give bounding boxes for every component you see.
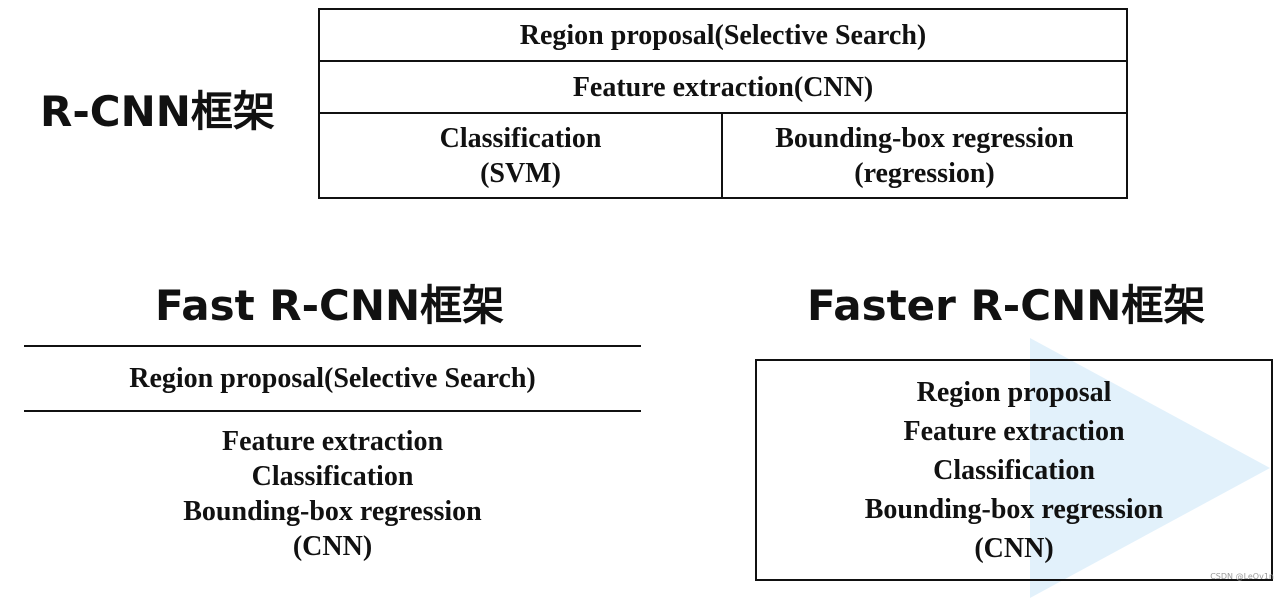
rcnn-region-proposal-text: Region proposal(Selective Search) (519, 19, 927, 51)
faster-rcnn-bbox-regression-text: Bounding-box regression (864, 493, 1164, 525)
rcnn-framework-table: Region proposal(Selective Search) Featur… (318, 8, 1128, 199)
faster-rcnn-region-proposal-text: Region proposal (916, 376, 1112, 408)
fast-rcnn-bottom-divider (24, 410, 641, 412)
fast-rcnn-cnn-text: (CNN) (292, 531, 373, 562)
rcnn-row-feature-extraction: Feature extraction(CNN) (320, 62, 1126, 114)
rcnn-bbox-regression-text: Bounding-box regression (775, 122, 1074, 154)
fast-rcnn-classification-text: Classification (251, 461, 414, 492)
rcnn-classification-text: Classification (439, 122, 602, 154)
fast-rcnn-cnn-stage: Feature extraction Classification Boundi… (24, 424, 641, 564)
faster-rcnn-cnn-text: (CNN) (974, 532, 1054, 564)
fast-rcnn-title: Fast R-CNN框架 (155, 281, 505, 330)
faster-rcnn-classification-text: Classification (933, 454, 1095, 486)
rcnn-regression-text: (regression) (854, 157, 995, 189)
rcnn-title: R-CNN框架 (40, 87, 275, 136)
faster-rcnn-feature-extraction-text: Feature extraction (903, 415, 1125, 447)
rcnn-row-region-proposal: Region proposal(Selective Search) (320, 10, 1126, 62)
watermark: CSDN @LeOv1n (1210, 572, 1274, 581)
faster-rcnn-title: Faster R-CNN框架 (807, 281, 1206, 330)
rcnn-cell-bbox-regression: Bounding-box regression (regression) (723, 114, 1126, 197)
fast-rcnn-region-proposal-row: Region proposal(Selective Search) (24, 347, 641, 410)
faster-rcnn-box: Region proposal Feature extraction Class… (755, 359, 1273, 581)
fast-rcnn-top-divider (24, 345, 641, 347)
fast-rcnn-bbox-regression-text: Bounding-box regression (183, 496, 482, 527)
rcnn-row-heads: Classification (SVM) Bounding-box regres… (320, 114, 1126, 197)
rcnn-cell-classification: Classification (SVM) (320, 114, 723, 197)
fast-rcnn-feature-extraction-text: Feature extraction (221, 426, 444, 457)
background-play-arrow-shape (1030, 338, 1270, 598)
rcnn-svm-text: (SVM) (480, 157, 561, 189)
fast-rcnn-region-proposal-text: Region proposal(Selective Search) (129, 363, 536, 394)
rcnn-feature-extraction-text: Feature extraction(CNN) (572, 71, 874, 103)
